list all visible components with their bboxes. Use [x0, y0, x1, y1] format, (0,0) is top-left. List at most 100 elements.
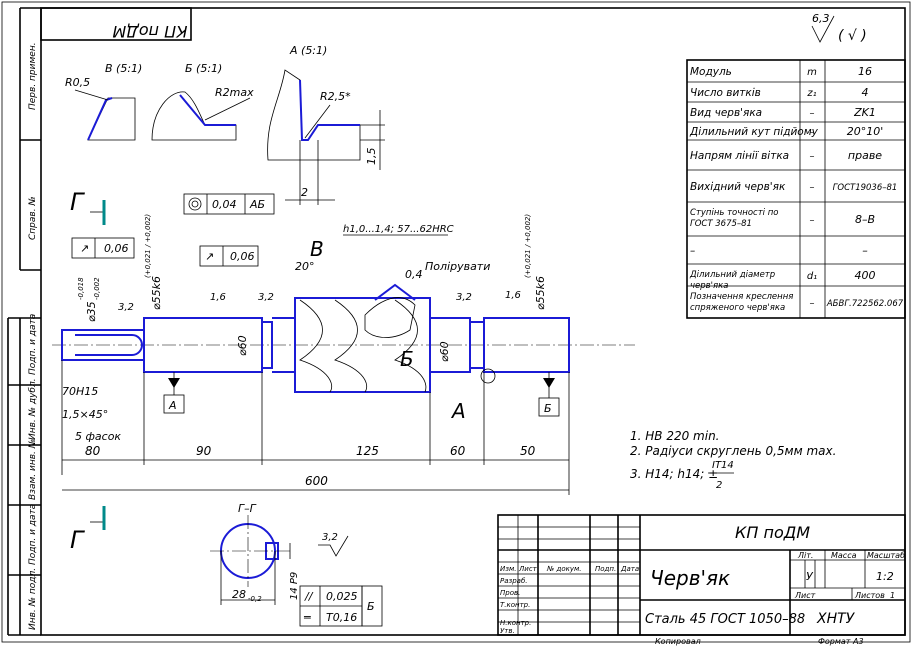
detail-a-radius: R2,5*: [320, 90, 351, 103]
note-line: 3. H14; h14; ±: [630, 467, 718, 481]
margin-label: Подп. и дата: [28, 504, 38, 565]
param-name: Число витків: [690, 87, 761, 99]
tb-col-label: Лист: [518, 565, 538, 573]
dim-d35-tol-up: -0,018: [77, 277, 85, 300]
detail-a-dim-h: 2: [301, 186, 308, 199]
chamfer-note: 5 фасок: [75, 430, 121, 443]
param-value: –: [862, 244, 868, 257]
margin-label: Инв. № подл.: [28, 568, 38, 630]
param-value: 4: [862, 86, 869, 99]
base-letter: Б: [544, 402, 552, 415]
runout-value: 0,06: [104, 242, 129, 255]
general-roughness: 6,3 ( √ ): [811, 12, 867, 44]
tb-col-label: Изм.: [500, 565, 516, 573]
param-value: ГОСТ19036–81: [833, 183, 898, 193]
tb-col-label: Подп.: [595, 565, 616, 573]
dim-28-tol: -0,2: [248, 595, 262, 603]
top-stamp-text: КП поДМ: [112, 22, 187, 41]
detail-v-title: В (5:1): [105, 62, 142, 75]
tb-row-label: Утв.: [500, 627, 515, 635]
param-symbol: –: [810, 127, 815, 138]
organization: ХНТУ: [816, 611, 856, 627]
dim-d55-left-tol: (+0,021 / +0,002): [144, 214, 152, 278]
param-value: ZK1: [853, 106, 876, 119]
scale-value: 1:2: [876, 570, 894, 583]
param-value: 20°10': [847, 125, 884, 138]
sheet-label: Лист: [794, 591, 816, 600]
sheets-value: 1: [890, 591, 895, 600]
tb-col-label: № докум.: [546, 565, 582, 573]
roughness-label: 1,6: [505, 290, 521, 301]
detail-v-radius: R0,5: [65, 76, 90, 89]
param-symbol: –: [810, 151, 815, 162]
param-name: Ступінь точності по: [690, 208, 778, 218]
tb-row-label: Пров.: [500, 589, 520, 597]
param-symbol: –: [810, 182, 815, 193]
lit-value: У: [806, 570, 814, 583]
tb-col-label: Дата: [620, 565, 639, 573]
param-symbol: –: [810, 108, 815, 119]
param-name: Модуль: [690, 66, 732, 78]
note-line: 2. Радіуси скруглень 0,5мм max.: [630, 444, 836, 458]
param-symbol: –: [810, 215, 815, 226]
parallel-icon: //: [304, 590, 314, 603]
mass-label: Масса: [831, 551, 857, 560]
symmetry-value: T0,16: [326, 611, 357, 624]
view-letter-a: А: [450, 399, 466, 423]
base-letter: А: [168, 399, 177, 412]
dim-d35: ⌀35: [85, 301, 98, 322]
runout-frame-1: ↗ 0,06: [71, 237, 135, 259]
base-a: А: [163, 372, 185, 414]
param-name: Позначення креслення: [690, 292, 793, 302]
roughness-label: 1,6: [210, 292, 226, 303]
lit-label: Літ.: [797, 551, 813, 560]
param-symbol: m: [807, 67, 817, 78]
param-name: Вид черв'яка: [690, 107, 762, 119]
tb-row-label: Т.контр.: [500, 601, 530, 609]
param-symbol: z₁: [806, 88, 816, 99]
base-b: Б: [538, 372, 560, 417]
chamfer-dim: 1,5×45°: [62, 408, 108, 421]
margin-label: Подп. и дата: [28, 314, 38, 375]
dim-d55-right-tol: (+0,021 / +0,002): [524, 214, 532, 278]
dim-80: 80: [85, 444, 101, 458]
dim-90: 90: [196, 444, 212, 458]
section-mark-g-top: Г: [70, 188, 106, 225]
detail-a: А (5:1) R2,5* 2 1,5: [267, 44, 385, 205]
technical-notes: 1. НВ 220 min. 2. Радіуси скруглень 0,5м…: [630, 429, 836, 491]
title-block: Изм. Лист № докум. Подп. Дата Разраб. Пр…: [497, 514, 906, 646]
concentric-base: АБ: [249, 198, 265, 211]
symmetry-icon: ═: [303, 611, 311, 624]
param-name: Ділильний діаметр: [689, 270, 775, 280]
runout-frame-2: ↗ 0,06: [199, 245, 259, 267]
param-value: АБВГ.722562.067: [826, 299, 904, 309]
param-name: Напрям лінії вітка: [690, 150, 789, 162]
roughness-label: 3,2: [322, 532, 338, 543]
detail-a-title: А (5:1): [289, 44, 327, 57]
left-margin: Перв. примен. Справ. № Подп. и дата Инв.…: [7, 7, 41, 636]
polish-note: Полірувати: [425, 260, 490, 273]
param-value: 8–В: [855, 213, 875, 226]
dim-600: 600: [305, 474, 328, 488]
roughness-label: 3,2: [118, 302, 134, 313]
note-fraction-bottom: 2: [716, 480, 722, 491]
view-letter-v: В: [310, 237, 324, 261]
detail-b: Б (5:1) R2max: [151, 62, 254, 141]
tb-row-label: Разраб.: [500, 577, 528, 585]
param-value: 16: [858, 65, 872, 78]
section-title: Г–Г: [238, 502, 257, 515]
hardening-note: h1,0...1,4; 57...62HRC: [343, 224, 454, 235]
section-mark-g-bottom: Г: [70, 506, 106, 554]
copied-label: Копировал: [655, 637, 701, 646]
detail-a-dim-v: 1,5: [365, 148, 378, 166]
section-base: Б: [367, 600, 375, 613]
top-stamp: КП поДМ: [40, 7, 192, 41]
dim-28: 28: [232, 588, 246, 601]
detail-b-title: Б (5:1): [185, 62, 222, 75]
view-letter-b: Б: [400, 347, 414, 371]
roughness-value: 6,3: [812, 12, 830, 25]
detail-b-radius: R2max: [215, 86, 254, 99]
section-letter: Г: [70, 188, 85, 216]
angle-label: 20°: [295, 260, 315, 273]
